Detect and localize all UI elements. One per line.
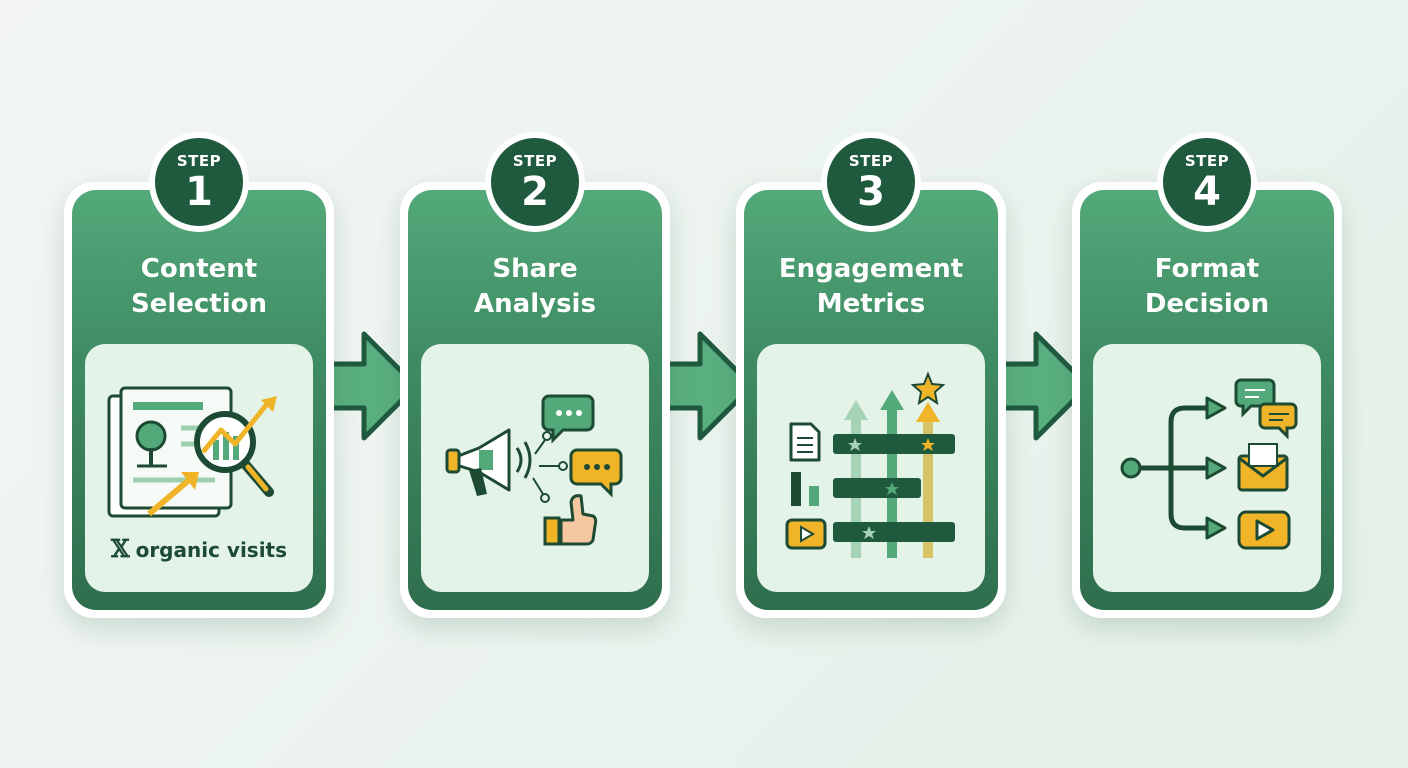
chat-bubble-icon bbox=[541, 394, 595, 444]
step-label: STEP bbox=[512, 152, 558, 170]
chat-bubbles-icon bbox=[1234, 378, 1298, 440]
step-badge: STEP 4 bbox=[1157, 132, 1257, 232]
thumbs-up-icon bbox=[543, 494, 598, 546]
step-number: 4 bbox=[1193, 169, 1221, 215]
video-play-icon bbox=[785, 518, 827, 550]
metric-bars bbox=[833, 434, 955, 542]
step-title: Content Selection bbox=[130, 254, 268, 319]
step-number: 1 bbox=[185, 169, 213, 215]
step-card-2: STEP 2 Share Analysis bbox=[400, 132, 670, 618]
star-icon bbox=[910, 371, 946, 406]
trend-arrow-icon bbox=[147, 396, 277, 517]
chat-bubble-icon bbox=[569, 448, 623, 498]
step-card-1: STEP 1 Content Selection bbox=[64, 132, 334, 618]
tree-icon bbox=[135, 420, 167, 468]
video-play-icon bbox=[1237, 510, 1291, 550]
branch-arrows-icon bbox=[1120, 396, 1227, 540]
document-icon bbox=[789, 422, 821, 462]
step-title: Format Decision bbox=[1144, 254, 1270, 319]
step-title: Engagement Metrics bbox=[778, 254, 964, 319]
envelope-icon bbox=[1237, 443, 1289, 492]
newspaper-icon bbox=[107, 386, 233, 518]
step-title: Share Analysis bbox=[474, 254, 596, 319]
step-label: STEP bbox=[1184, 152, 1230, 170]
magnifier-chart-icon bbox=[194, 411, 274, 497]
step-badge: STEP 3 bbox=[821, 132, 921, 232]
step-badge: STEP 1 bbox=[149, 132, 249, 232]
step-badge: STEP 2 bbox=[485, 132, 585, 232]
megaphone-icon bbox=[445, 428, 532, 496]
connector-dots bbox=[532, 431, 568, 503]
x-logo-icon: 𝕏 bbox=[110, 534, 130, 563]
icon-panel bbox=[1093, 344, 1321, 592]
icon-panel bbox=[421, 344, 649, 592]
bar-chart-icon bbox=[791, 472, 819, 506]
icon-panel bbox=[757, 344, 985, 592]
step-number: 2 bbox=[521, 169, 549, 215]
step-card-3: STEP 3 Engagement Metrics bbox=[736, 132, 1006, 618]
step-label: STEP bbox=[848, 152, 894, 170]
step-card-4: STEP 4 Format Decision bbox=[1072, 132, 1342, 618]
step-number: 3 bbox=[857, 169, 885, 215]
step-label: STEP bbox=[176, 152, 222, 170]
